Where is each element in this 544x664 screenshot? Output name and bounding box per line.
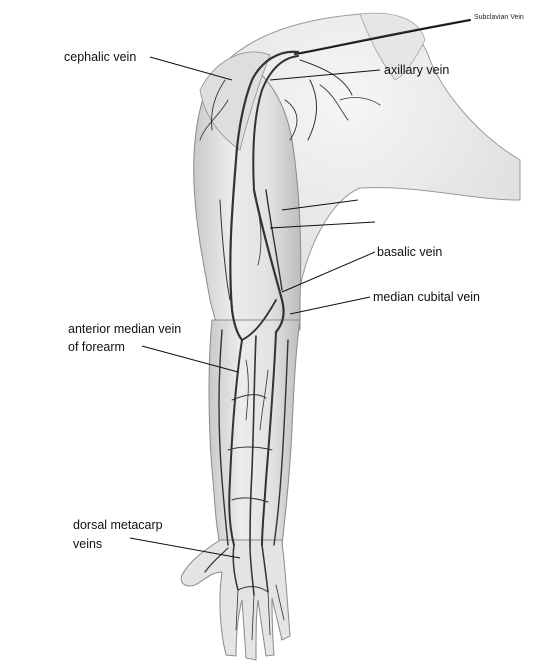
label-dorsal-metacarp-line2: veins [73,535,102,553]
label-axillary-vein: axillary vein [384,61,449,79]
label-dorsal-metacarp-line1: dorsal metacarp [73,516,163,534]
forearm-shape [209,320,300,545]
leader-median-cubital [290,297,370,314]
label-median-cubital-vein: median cubital vein [373,288,480,306]
label-subclavian-vein: Subclavian Vein [474,14,524,21]
label-anterior-median-vein-line2: of forearm [68,338,125,356]
label-anterior-median-vein-line1: anterior median vein [68,320,181,338]
hand-shape [181,540,290,660]
label-cephalic-vein: cephalic vein [64,48,136,66]
label-basalic-vein: basalic vein [377,243,442,261]
